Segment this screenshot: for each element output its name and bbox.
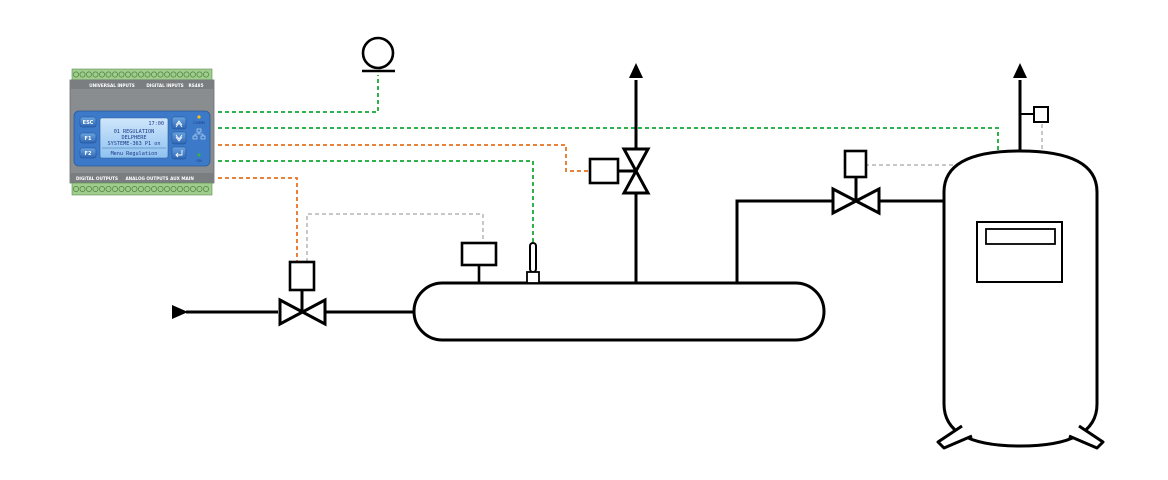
header-temperature-probe <box>526 242 540 284</box>
controller-unit: UNIVERSAL INPUTS DIGITAL INPUTS RS485 ES… <box>69 68 215 196</box>
header-vent-arrow-icon <box>629 63 643 78</box>
vessel-inlet-valve <box>831 149 881 216</box>
lcd-line-2: DELPHERE <box>122 135 147 141</box>
inlet-flow-arrow-icon <box>172 305 188 319</box>
signal-grey-inlet-feedback <box>306 213 484 262</box>
vertical-vessel-body <box>942 149 1099 448</box>
label-analog-outputs: ANALOG OUTPUTS <box>125 176 168 181</box>
led-on <box>197 153 201 157</box>
bottom-terminal-strip <box>71 182 213 196</box>
lcd-line-3: SYSTEME-363 P1 on <box>107 141 160 147</box>
esc-button-label: ESC <box>83 120 94 126</box>
signal-green-pressure-switch <box>218 75 379 113</box>
f2-button-label: F2 <box>85 151 92 157</box>
enter-icon <box>175 150 183 158</box>
lcd-menu: Menu Regulation <box>111 151 158 157</box>
f1-button[interactable] <box>79 132 97 144</box>
signal-green-temperature-probe <box>218 160 534 243</box>
vertical-vessel <box>936 106 1105 450</box>
signal-orange-inlet-actuator <box>218 177 298 262</box>
label-digital-inputs: DIGITAL INPUTS <box>146 83 183 88</box>
led-comm <box>197 115 201 119</box>
pressure-sensor-icon <box>460 241 498 267</box>
network-icon <box>192 128 206 140</box>
label-rs485: RS485 <box>189 83 204 88</box>
f1-button-label: F1 <box>85 136 92 142</box>
vessel-leg-left <box>936 424 973 450</box>
signal-orange-valve-actuator <box>218 144 590 172</box>
up-arrow-icon <box>175 120 183 128</box>
top-terminal-screws <box>73 71 209 78</box>
f2-button[interactable] <box>79 147 97 159</box>
header-pressure-sensor <box>460 241 498 283</box>
esc-button[interactable] <box>79 116 97 128</box>
led-on-label: ON <box>196 159 202 163</box>
inlet-actuator-icon <box>288 260 316 292</box>
vessel-vent-arrow-icon <box>1013 63 1027 78</box>
vent-actuator-icon <box>588 157 620 185</box>
vessel-pressure-transmitter <box>1033 106 1049 123</box>
lcd-time: 17:00 <box>148 121 164 127</box>
down-arrow-icon <box>175 134 183 142</box>
inlet-control-valve <box>278 260 327 327</box>
down-button[interactable] <box>171 131 187 145</box>
level-sensor-icon <box>985 228 1056 245</box>
piping <box>186 80 1022 314</box>
bottom-terminal-screws <box>73 186 209 192</box>
signal-grey-vessel-valve <box>861 164 989 222</box>
vent-control-valve <box>588 147 651 195</box>
label-aux-main: AUX MAIN <box>170 176 194 181</box>
vessel-leg-right <box>1068 424 1105 450</box>
temperature-probe-icon <box>529 242 537 273</box>
header-outlet-pipe <box>735 199 944 284</box>
pressure-switch-icon <box>361 36 395 70</box>
pressure-switch <box>361 36 395 73</box>
signal-lines <box>218 75 1043 262</box>
enter-button[interactable] <box>171 146 187 160</box>
label-universal-inputs: UNIVERSAL INPUTS <box>89 83 135 88</box>
label-digital-outputs: DIGITAL OUTPUTS <box>76 176 118 181</box>
horizontal-vessel <box>412 281 826 342</box>
vessel-actuator-icon <box>843 149 868 179</box>
lcd-line-1: 01 REGULATION <box>114 129 155 135</box>
led-comm-label: COMM <box>193 121 205 125</box>
